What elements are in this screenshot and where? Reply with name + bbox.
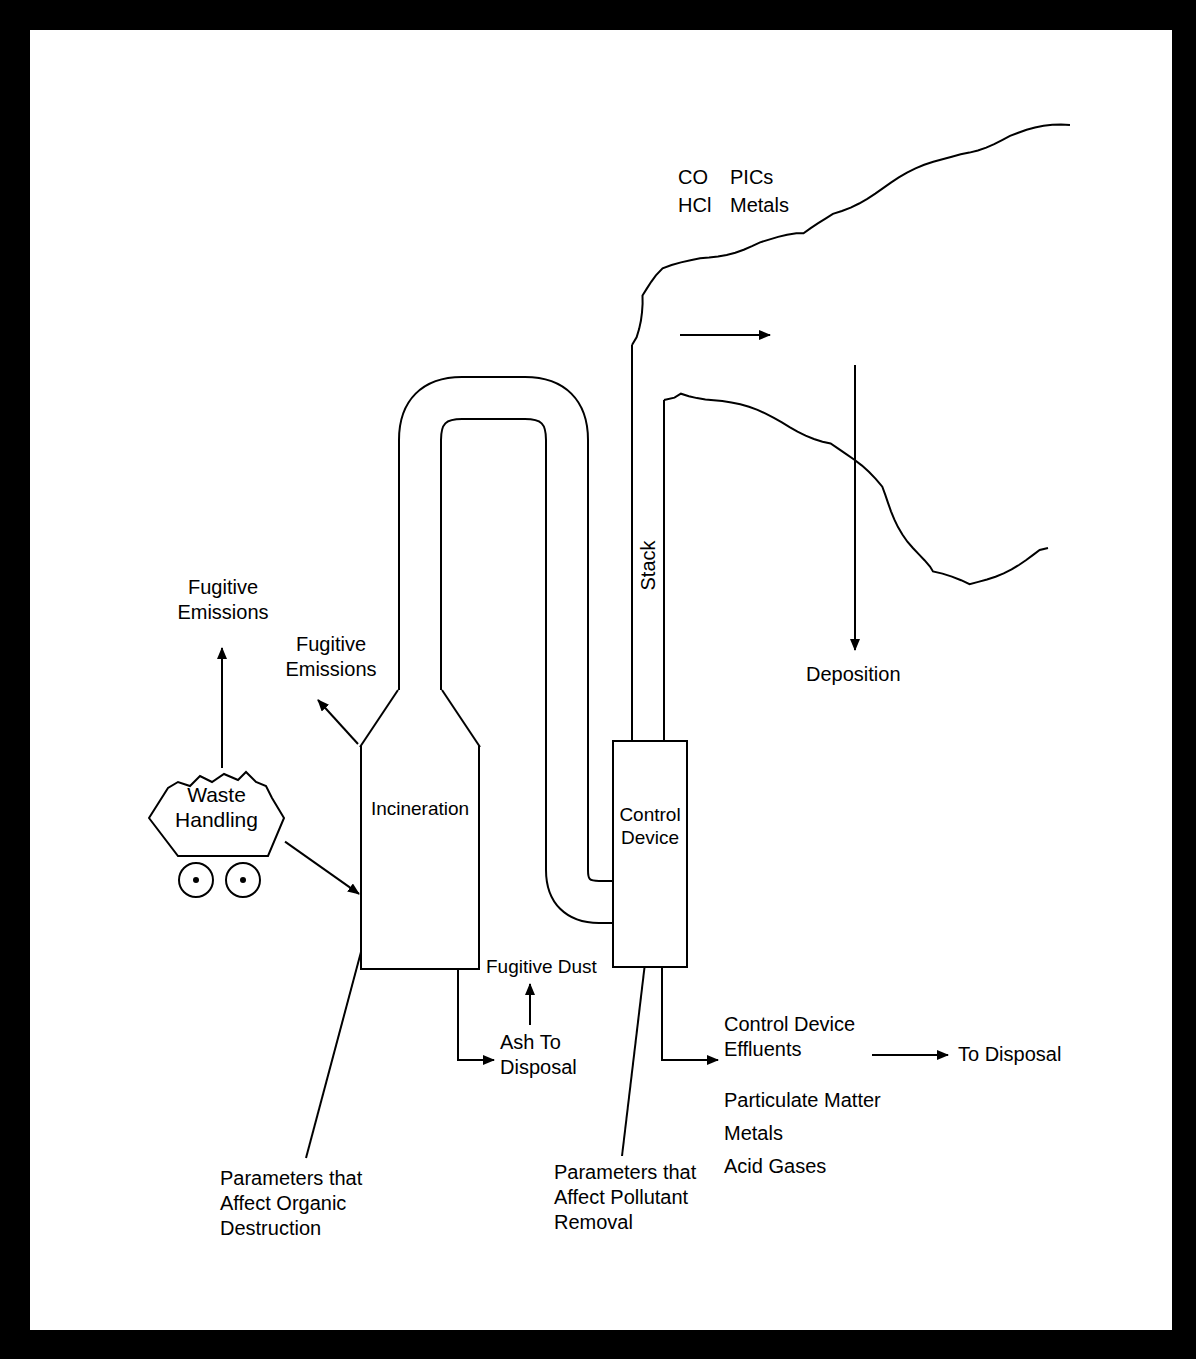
deposition-arrow: [854, 365, 856, 650]
cart-wheel: [179, 863, 213, 897]
wheel-hub: [193, 877, 199, 883]
pollutant-label: PICs: [730, 165, 773, 190]
parameter-note: Parameters that Affect Pollutant Removal: [554, 1160, 729, 1235]
ash-label: Ash To Disposal: [500, 1030, 600, 1080]
ash-line: [458, 970, 494, 1060]
process-box: Incineration: [360, 746, 480, 970]
emission-arrow: [318, 700, 358, 744]
disposal-arrow: [872, 1054, 948, 1056]
pollutant-label: Metals: [730, 193, 789, 218]
effluent-item: Metals: [724, 1121, 783, 1146]
disposal-label: To Disposal: [958, 1042, 1061, 1067]
stack-wall: [631, 345, 633, 741]
pollutant-label: CO: [678, 165, 708, 190]
page-ground: [30, 30, 1172, 1330]
leader-line: [622, 938, 648, 1156]
node-label: Incineration: [362, 798, 478, 821]
hopper-wall: [442, 690, 480, 747]
deposition-label: Deposition: [806, 662, 901, 687]
parameter-note: Parameters that Affect Organic Destructi…: [220, 1166, 395, 1241]
node-label: Control Device: [614, 804, 686, 850]
feed-arrow: [285, 842, 359, 894]
hopper-fill: [360, 690, 480, 747]
waste-cart: Waste Handling: [148, 768, 285, 860]
wheel-hub: [240, 877, 246, 883]
cart-wheel: [226, 863, 260, 897]
effluent-item: Acid Gases: [724, 1154, 826, 1179]
emission-label: Fugitive Emissions: [276, 632, 386, 682]
emission-label: Fugitive Emissions: [168, 575, 278, 625]
stack-label: Stack: [636, 540, 661, 590]
stack-wall: [663, 400, 665, 741]
pollutant-label: HCl: [678, 193, 711, 218]
dust-arrow: [529, 984, 531, 1025]
dust-label: Fugitive Dust: [486, 955, 597, 979]
plume-outline: [632, 124, 1070, 345]
effluent-heading: Control Device Effluents: [724, 1012, 889, 1062]
node-label: Waste Handling: [148, 782, 285, 832]
hopper-wall: [360, 690, 398, 747]
plume-direction-arrow: [680, 334, 770, 336]
emission-arrow: [221, 648, 223, 768]
process-box: Control Device: [612, 740, 688, 968]
effluent-item: Particulate Matter: [724, 1088, 881, 1113]
effluent-line: [662, 968, 718, 1060]
